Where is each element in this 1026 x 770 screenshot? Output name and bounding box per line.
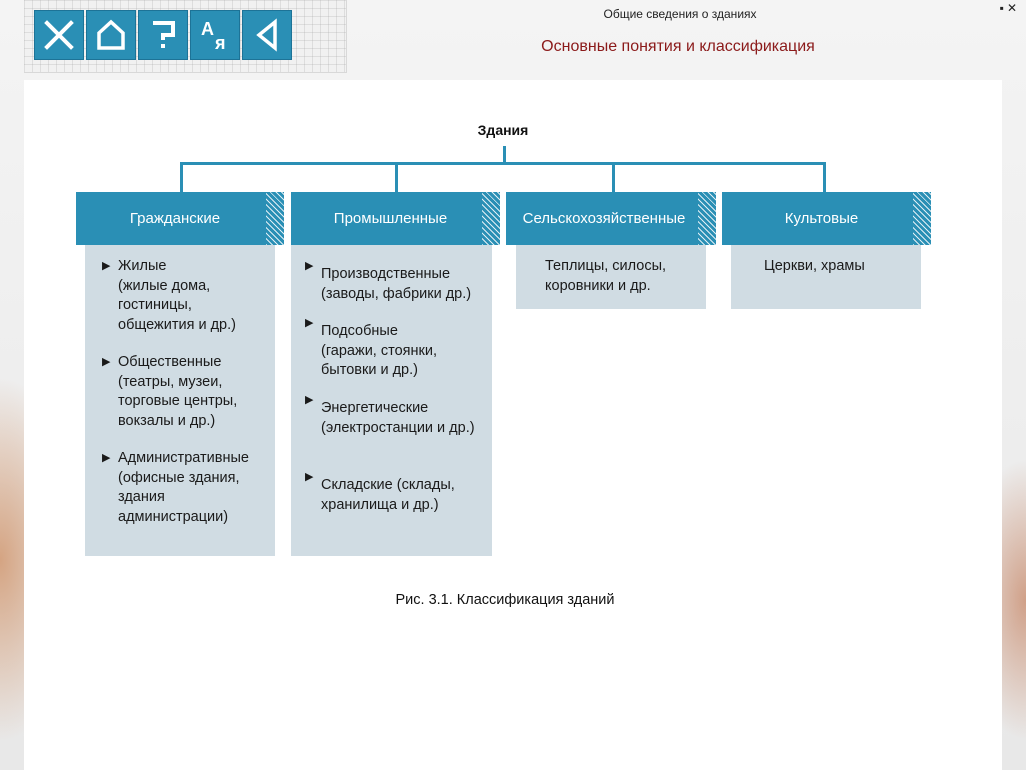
item-line: бытовки и др.) — [321, 362, 418, 378]
glossary-ay-icon: А я — [201, 19, 226, 53]
category-industrial-body — [291, 245, 492, 556]
category-agricultural-header: Сельскохозяйственные — [506, 192, 716, 245]
toolbar: А я — [24, 0, 347, 73]
item-line: администрации) — [118, 508, 229, 525]
category-agricultural-body — [516, 245, 706, 309]
diagram-root-label: Здания — [477, 122, 529, 138]
page-title: Основные понятия и классификация — [541, 38, 815, 55]
connector-agricultural — [612, 162, 615, 192]
window-controls: ▪✕ — [1000, 1, 1020, 15]
item-line: Теплицы, силосы, — [545, 258, 667, 274]
list-item-administrative: ▶ Административные (офисные здания, здан… — [102, 449, 249, 527]
item-line: (гаражи, стоянки, — [321, 342, 437, 359]
content-panel: Здания Гражданские Промышленные Сельскох… — [24, 80, 1002, 770]
bullet-arrow-icon: ▶ — [305, 394, 314, 406]
religious-text: Церкви, храмы — [764, 257, 865, 277]
item-line: (электростанции и др.) — [321, 419, 475, 436]
list-item-production: ▶ Производственные (заводы, фабрики др.) — [305, 260, 472, 304]
window-close-button[interactable]: ✕ — [1006, 1, 1020, 15]
item-line: коровники и др. — [545, 277, 651, 294]
category-industrial-title: Промышленные — [333, 210, 448, 227]
connector-civil — [180, 162, 183, 192]
bullet-arrow-icon: ▶ — [102, 356, 111, 368]
hatch-decoration — [913, 192, 931, 245]
bullet-arrow-icon: ▶ — [102, 260, 111, 272]
glossary-button[interactable]: А я — [190, 10, 240, 60]
home-button[interactable] — [86, 10, 136, 60]
connector-religious — [823, 162, 826, 192]
bullet-arrow-icon: ▶ — [102, 452, 111, 464]
item-line: Церкви, храмы — [764, 258, 865, 274]
category-civil-title: Гражданские — [129, 210, 221, 227]
item-line: вокзалы и др.) — [118, 412, 216, 429]
category-civil-body — [85, 245, 275, 556]
close-x-icon — [44, 20, 74, 50]
bullet-arrow-icon: ▶ — [305, 260, 314, 272]
minimize-button[interactable]: ▪ — [999, 1, 1007, 15]
item-line: Подсобные — [321, 323, 398, 339]
back-button[interactable] — [242, 10, 292, 60]
list-item-energy: ▶ Энергетические (электростанции и др.) — [305, 394, 475, 438]
category-civil-header: Гражданские — [76, 192, 284, 245]
glossary-letter-a: А — [201, 19, 214, 39]
hatch-decoration — [698, 192, 716, 245]
bullet-arrow-icon: ▶ — [305, 317, 314, 329]
back-arrow-icon — [256, 18, 277, 52]
item-line: Складские (склады, — [321, 477, 455, 493]
item-line: гостиницы, — [118, 297, 192, 313]
connector-horizontal — [180, 162, 826, 165]
list-item-auxiliary: ▶ Подсобные (гаражи, стоянки, бытовки и … — [305, 317, 437, 381]
item-line: (заводы, фабрики др.) — [321, 285, 472, 302]
item-line: Энергетические — [321, 400, 429, 416]
connector-industrial — [395, 162, 398, 192]
connector-root — [503, 146, 506, 164]
hatch-decoration — [482, 192, 500, 245]
item-line: Производственные — [321, 266, 451, 282]
hatch-decoration — [266, 192, 284, 245]
glossary-letter-ya: я — [214, 33, 226, 53]
item-line: торговые центры, — [118, 393, 238, 409]
item-line: Общественные — [118, 354, 222, 370]
item-line: (офисные здания, — [118, 469, 240, 486]
agricultural-text: Теплицы, силосы, коровники и др. — [545, 257, 666, 296]
category-religious-body — [731, 245, 921, 309]
category-religious-title: Культовые — [784, 210, 859, 227]
home-icon — [97, 19, 125, 50]
item-line: здания — [118, 489, 165, 505]
item-line: Административные — [118, 450, 249, 466]
category-agricultural-title: Сельскохозяйственные — [522, 210, 686, 227]
help-question-icon — [153, 21, 175, 48]
item-line: общежития и др.) — [118, 316, 236, 333]
help-button[interactable] — [138, 10, 188, 60]
figure-caption: Рис. 3.1. Классификация зданий — [395, 592, 615, 608]
category-religious-header: Культовые — [722, 192, 931, 245]
list-item-public: ▶ Общественные (театры, музеи, торговые … — [102, 353, 238, 431]
item-line: Жилые — [118, 258, 167, 274]
item-line: хранилища и др.) — [321, 496, 439, 513]
item-line: (жилые дома, — [118, 277, 211, 294]
section-title: Общие сведения о зданиях — [603, 7, 757, 21]
list-item-warehouse: ▶ Складские (склады, хранилища и др.) — [305, 471, 455, 515]
item-line: (театры, музеи, — [118, 373, 223, 390]
list-item-residential: ▶ Жилые (жилые дома, гостиницы, общежити… — [102, 257, 236, 335]
bullet-arrow-icon: ▶ — [305, 471, 314, 483]
close-button[interactable] — [34, 10, 84, 60]
category-industrial-header: Промышленные — [291, 192, 500, 245]
